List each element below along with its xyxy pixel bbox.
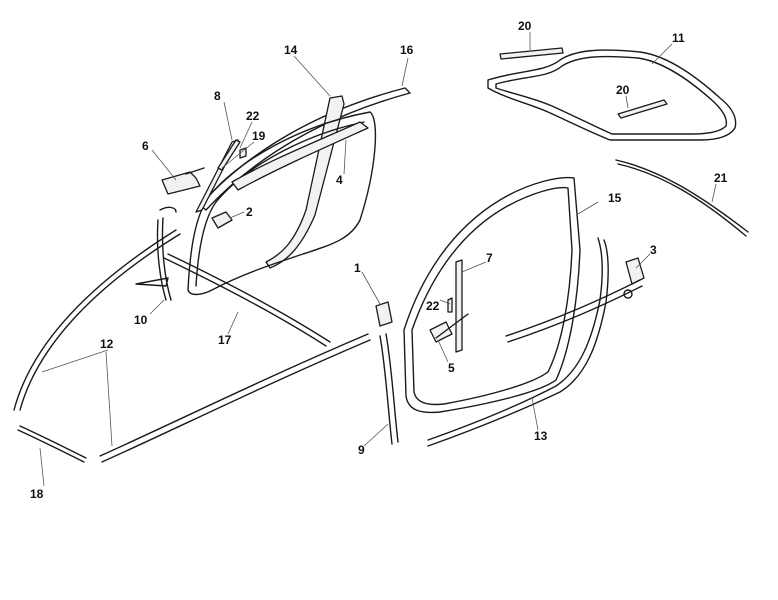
callout-4: 4 [336,173,343,187]
part-20-strip-top [499,47,564,60]
part-11-seal-ring [487,49,737,141]
callout-20-inner: 20 [616,83,630,97]
part-12-roof-rail [13,229,181,411]
callout-8: 8 [214,89,221,103]
callout-19: 19 [252,129,266,143]
part-13-sill-seal [427,237,609,447]
part-17-diagonal-seal [163,253,331,347]
part-22-clip-left [239,147,247,159]
callout-2: 2 [246,205,253,219]
part-1-bracket [375,301,393,327]
callout-6: 6 [142,139,149,153]
callout-21: 21 [714,171,728,185]
callout-7: 7 [486,251,493,265]
callout-13: 13 [534,429,548,443]
part-3-latch-bracket [625,257,645,285]
callout-11: 11 [672,31,685,45]
part-18-short-strip [17,425,87,463]
part-12-sill-strip [99,333,371,463]
leader-lines [39,32,717,487]
callout-12: 12 [100,337,114,351]
callout-3: 3 [650,243,657,257]
part-21-trim-strip [615,159,749,237]
callout-16: 16 [400,43,414,57]
callout-14: 14 [284,43,298,57]
part-aperture-seal-left [187,111,377,296]
part-19-clip-strip [217,139,241,171]
part-4-cross-member [231,121,369,191]
part-9-vertical-strip [379,333,399,445]
callout-10: 10 [134,313,148,327]
callout-15: 15 [608,191,622,205]
part-3-rod [505,279,643,343]
callout-20-top: 20 [518,19,532,33]
callout-22-right: 22 [426,299,440,313]
part-15-door-seal [403,176,581,414]
part-20-strip-inner [617,99,668,119]
callout-5: 5 [448,361,455,375]
part-7-vertical-guide [455,259,463,353]
part-6-bracket [161,171,201,195]
part-2-bracket [211,211,233,229]
callout-18: 18 [30,487,44,501]
callout-17: 17 [218,333,232,347]
part-10-curved-strip [156,206,177,301]
part-5-bracket [429,321,453,343]
callout-1: 1 [354,261,361,275]
callout-22-left: 22 [246,109,260,123]
callout-9: 9 [358,443,365,457]
part-22-clip-right [447,297,453,313]
